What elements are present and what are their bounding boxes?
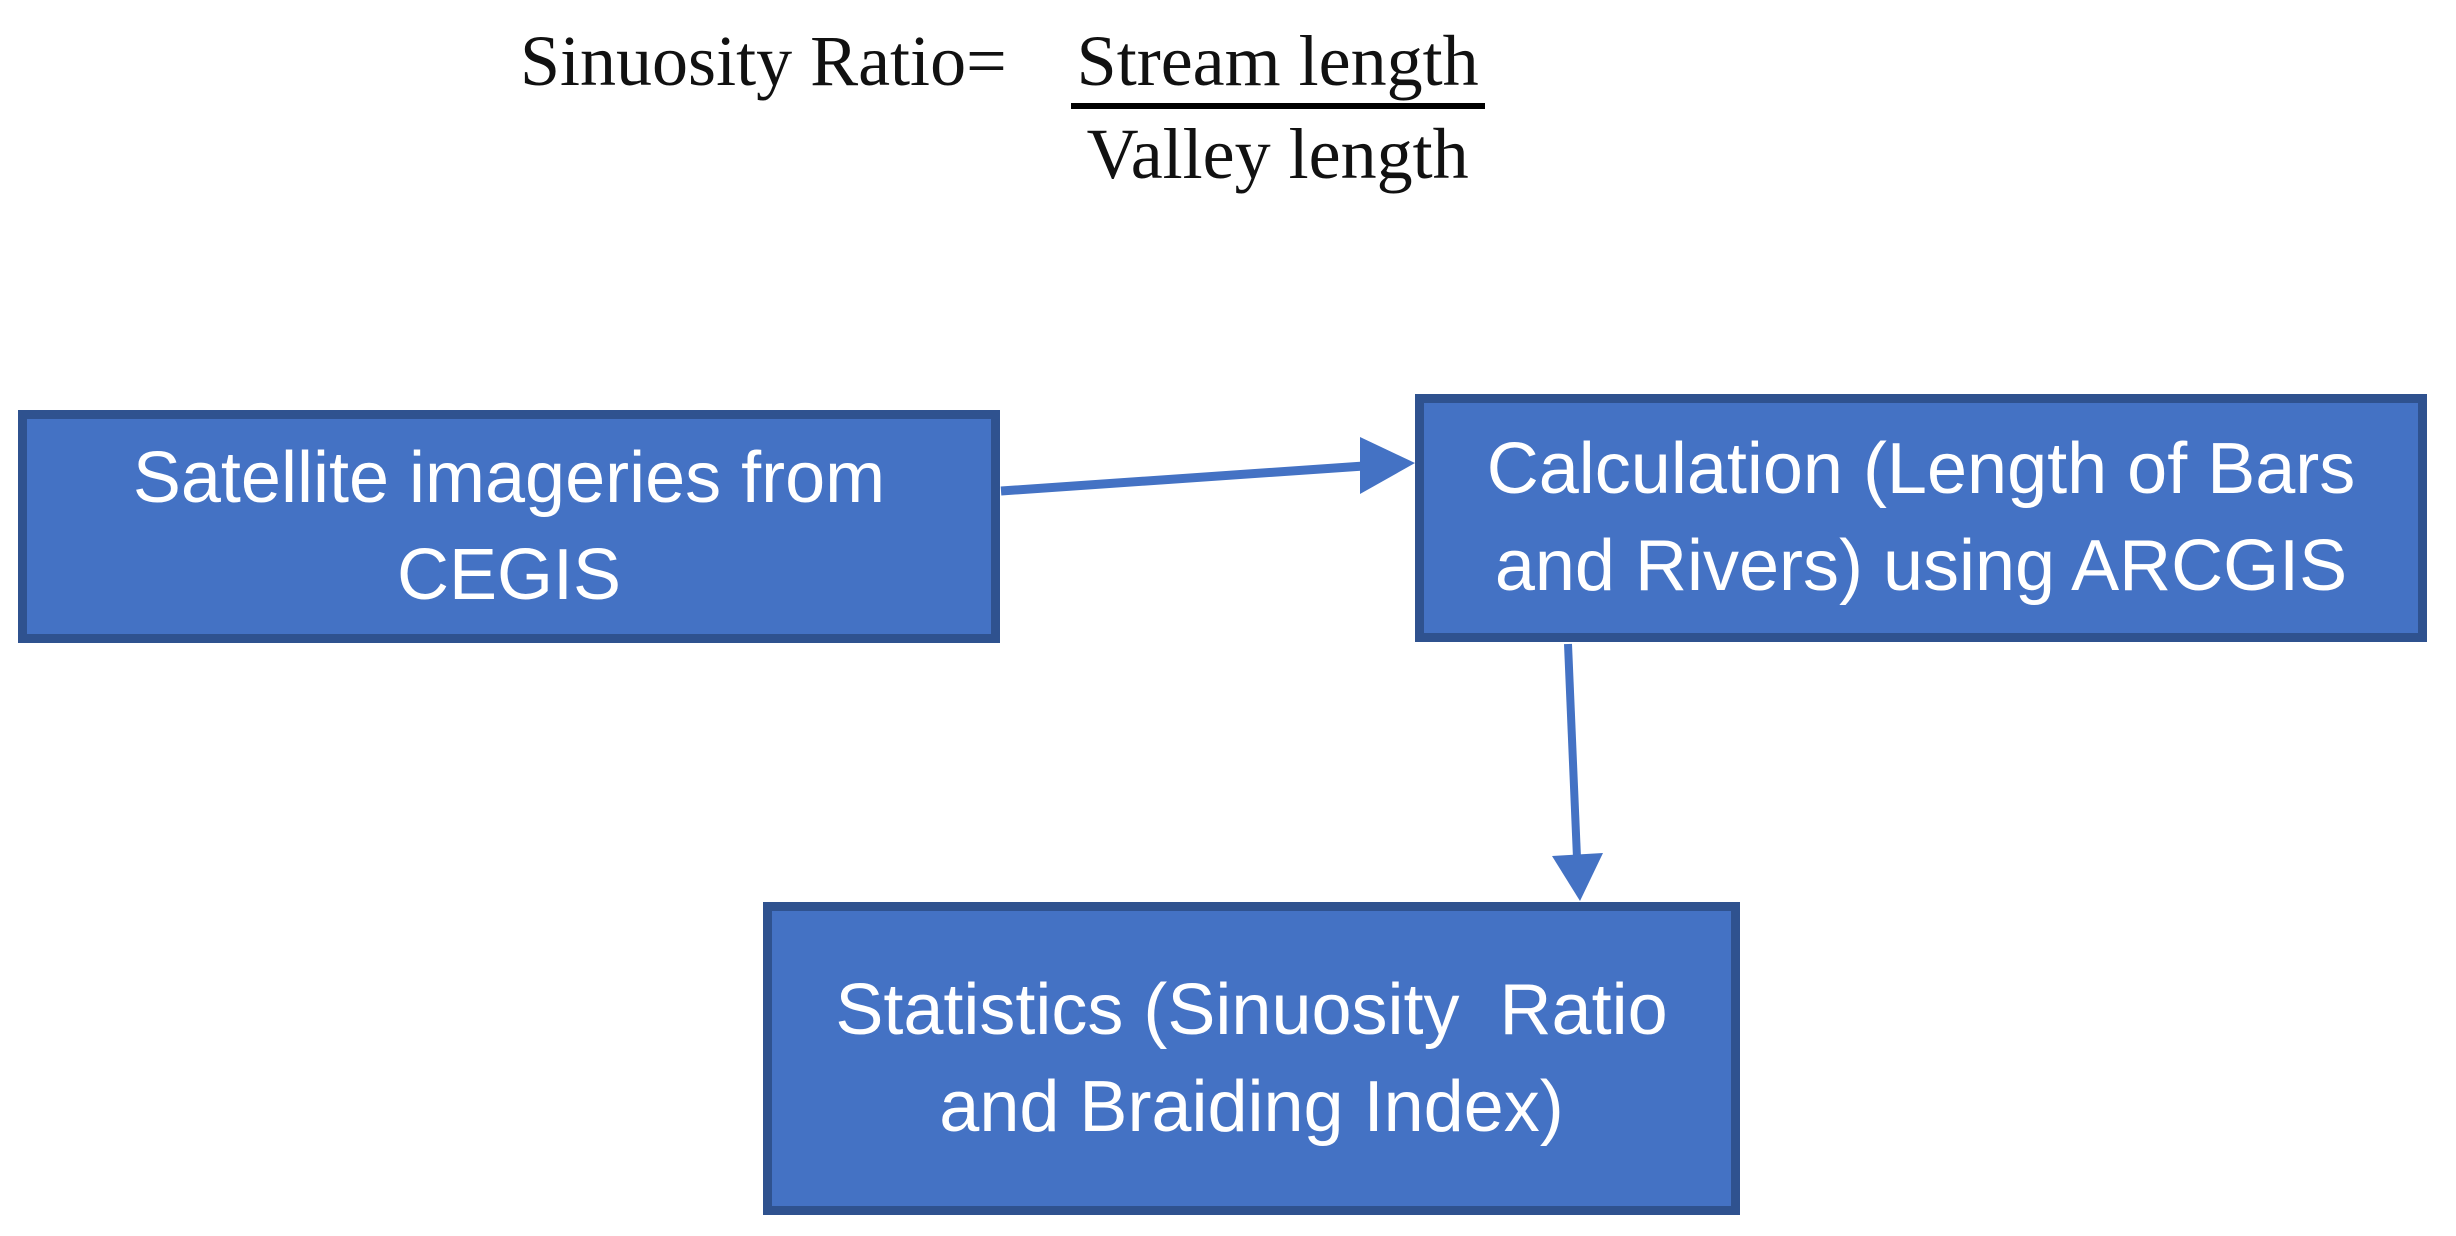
box-statistics: Statistics (Sinuosity Ratio and Braiding…: [763, 902, 1740, 1215]
box-satellite-imageries-label: Satellite imageries from CEGIS: [132, 437, 886, 615]
arrow-satellite-to-calculation: [1000, 437, 1415, 496]
arrow-line: [1564, 643, 1581, 859]
formula-lhs: Sinuosity Ratio=: [520, 21, 1007, 101]
formula-fraction: Stream length Valley length: [1070, 23, 1485, 194]
arrow-head-icon: [1360, 437, 1415, 494]
fraction-denominator: Valley length: [1086, 113, 1469, 194]
box-calculation-arcgis-label: Calculation (Length of Bars and Rivers) …: [1486, 429, 2356, 606]
arrow-line: [1000, 461, 1365, 496]
arrow-head-icon: [1552, 853, 1603, 901]
box-satellite-imageries: Satellite imageries from CEGIS: [18, 410, 1000, 643]
arrow-calculation-to-statistics: [1552, 643, 1603, 901]
sinuosity-ratio-formula: Sinuosity Ratio= Stream length Valley le…: [520, 21, 1485, 194]
box-calculation-arcgis: Calculation (Length of Bars and Rivers) …: [1415, 394, 2427, 642]
fraction-numerator: Stream length: [1070, 23, 1485, 109]
box-statistics-label: Statistics (Sinuosity Ratio and Braiding…: [835, 969, 1668, 1147]
